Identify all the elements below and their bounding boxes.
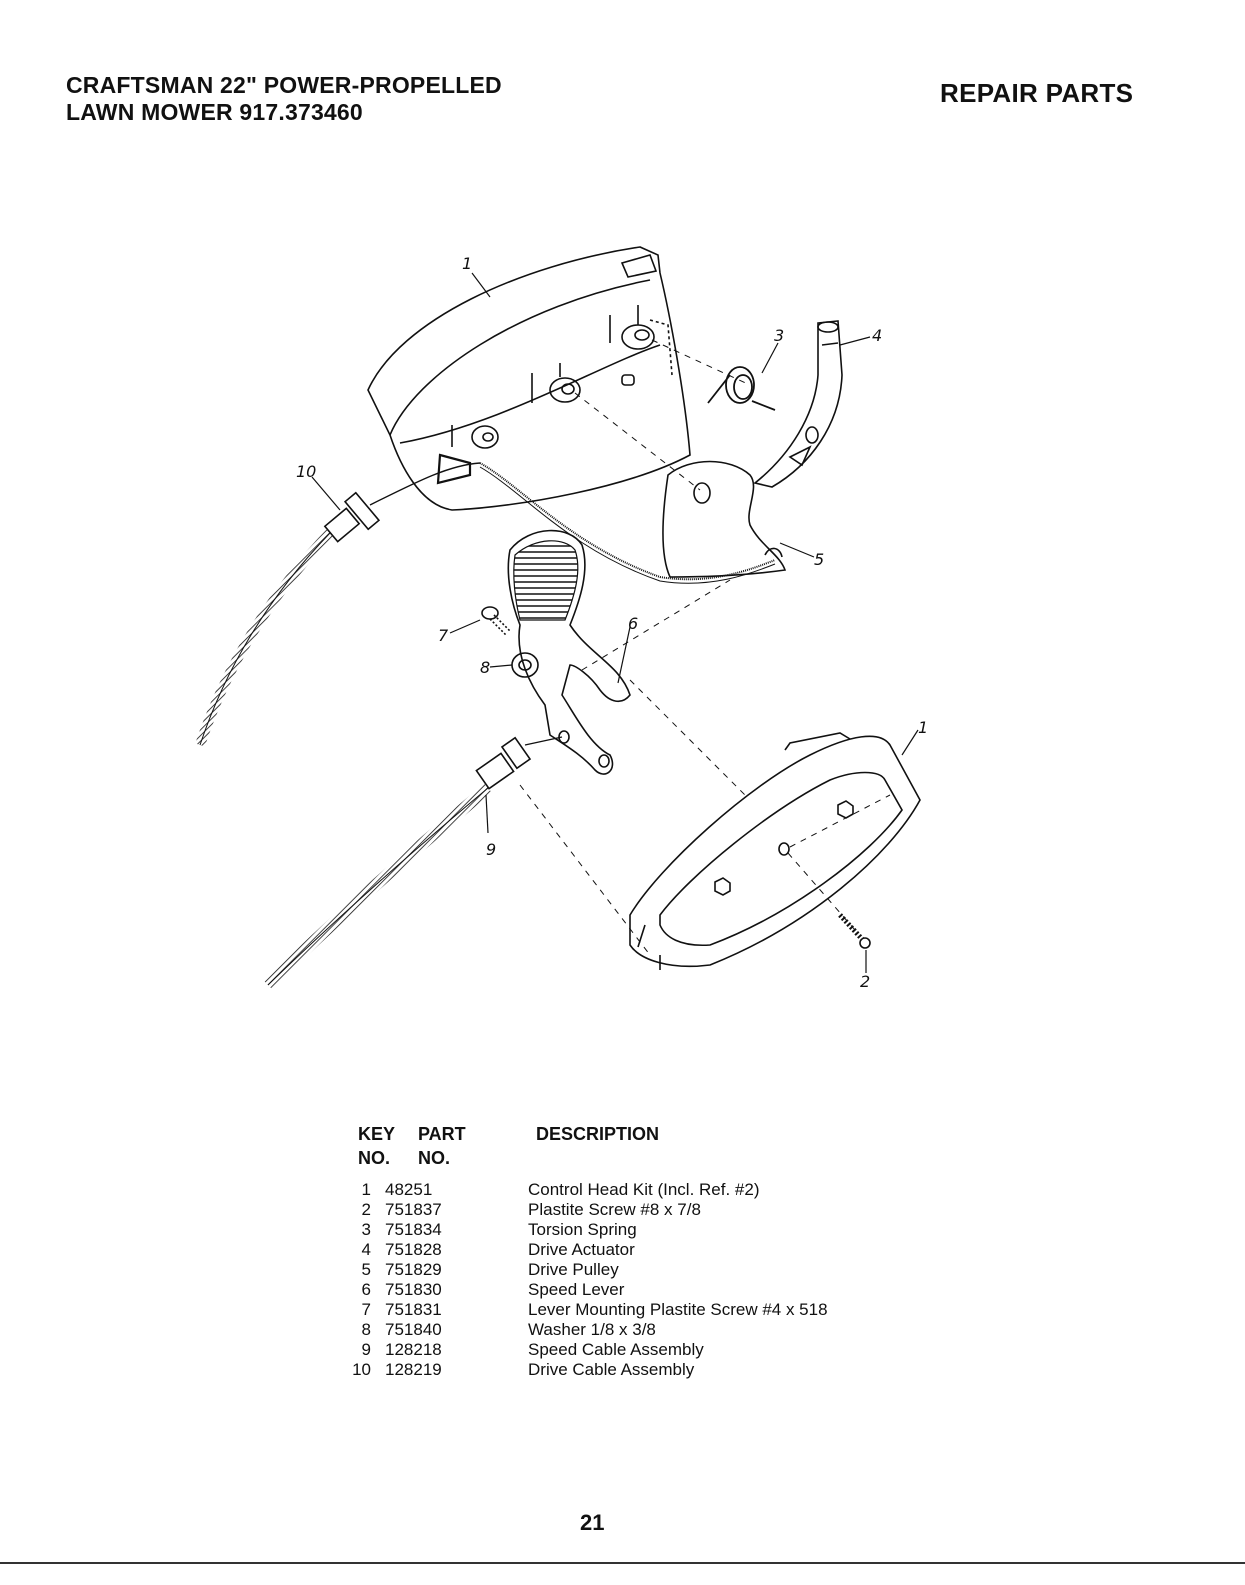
section-title: REPAIR PARTS	[940, 78, 1134, 108]
description: Torsion Spring	[528, 1220, 637, 1239]
description: Plastite Screw #8 x 7/8	[528, 1200, 701, 1219]
part-no: 751830	[385, 1280, 442, 1299]
description: Lever Mounting Plastite Screw #4 x 518	[528, 1300, 828, 1319]
description: Drive Actuator	[528, 1240, 635, 1259]
part-no: 751829	[385, 1260, 442, 1279]
key-no: 3	[361, 1220, 371, 1239]
speed-cable-assembly	[263, 736, 563, 990]
assembly-guide-lines	[519, 339, 891, 956]
part-no: 128218	[385, 1340, 442, 1359]
part-no: 751840	[385, 1320, 442, 1339]
key-no: 10	[352, 1360, 371, 1379]
key-header-line1: KEY	[358, 1124, 396, 1144]
control-head-upper	[367, 246, 691, 511]
key-header-line2: NO.	[358, 1148, 391, 1168]
description: Speed Cable Assembly	[528, 1340, 704, 1359]
description: Washer 1/8 x 3/8	[528, 1320, 656, 1339]
part-header-line2: NO.	[418, 1148, 451, 1168]
description: Drive Cable Assembly	[528, 1360, 695, 1379]
key-no: 8	[361, 1320, 371, 1339]
exploded-parts-diagram: 1 3 4 10 5 7 6 8 1 9 2	[190, 225, 950, 1015]
callout-leaders	[311, 272, 919, 973]
callout-2: 2	[860, 972, 870, 991]
description-header: DESCRIPTION	[536, 1122, 659, 1146]
drive-cable-assembly	[195, 462, 776, 747]
lever-mounting-screw	[481, 606, 511, 636]
key-no: 5	[361, 1260, 371, 1279]
description: Drive Pulley	[528, 1260, 619, 1279]
callout-1-upper: 1	[462, 254, 472, 273]
callout-labels: 1 3 4 10 5 7 6 8 1 9 2	[296, 254, 928, 991]
title-line-2: LAWN MOWER 917.373460	[66, 99, 363, 125]
key-no: 7	[361, 1300, 371, 1319]
key-no: 2	[361, 1200, 371, 1219]
callout-6: 6	[628, 614, 638, 633]
callout-4: 4	[872, 326, 882, 345]
page-number: 21	[580, 1510, 605, 1535]
document-title: CRAFTSMAN 22" POWER-PROPELLED LAWN MOWER…	[66, 72, 502, 126]
callout-10: 10	[296, 462, 316, 481]
control-head-lower	[629, 732, 921, 970]
part-header-line1: PART	[418, 1124, 466, 1144]
callout-1-lower: 1	[918, 718, 928, 737]
part-no: 751837	[385, 1200, 442, 1219]
callout-9: 9	[486, 840, 496, 859]
key-no-header: KEY NO.	[358, 1122, 418, 1170]
part-no: 751834	[385, 1220, 442, 1239]
title-line-1: CRAFTSMAN 22" POWER-PROPELLED	[66, 72, 502, 98]
key-no: 1	[361, 1180, 371, 1199]
callout-3: 3	[774, 326, 784, 345]
drive-actuator	[753, 320, 843, 488]
key-no: 4	[361, 1240, 371, 1259]
description: Speed Lever	[528, 1280, 625, 1299]
callout-8: 8	[480, 658, 490, 677]
plastite-screw	[838, 913, 871, 949]
callout-5: 5	[814, 550, 824, 569]
part-no: 751831	[385, 1300, 442, 1319]
part-no-header: PART NO.	[418, 1122, 518, 1170]
part-no: 48251	[385, 1180, 433, 1199]
speed-lever	[507, 529, 631, 775]
part-no: 751828	[385, 1240, 442, 1259]
callout-7: 7	[438, 626, 449, 645]
description: Control Head Kit (Incl. Ref. #2)	[528, 1180, 760, 1199]
part-no: 128219	[385, 1360, 442, 1379]
diagram-svg: 1 3 4 10 5 7 6 8 1 9 2	[195, 246, 928, 991]
description-header-label: DESCRIPTION	[536, 1124, 660, 1144]
torsion-spring	[707, 366, 776, 411]
page-bottom-rule	[0, 1562, 1245, 1564]
drive-pulley	[662, 460, 787, 578]
key-no: 9	[361, 1340, 371, 1359]
key-no: 6	[361, 1280, 371, 1299]
